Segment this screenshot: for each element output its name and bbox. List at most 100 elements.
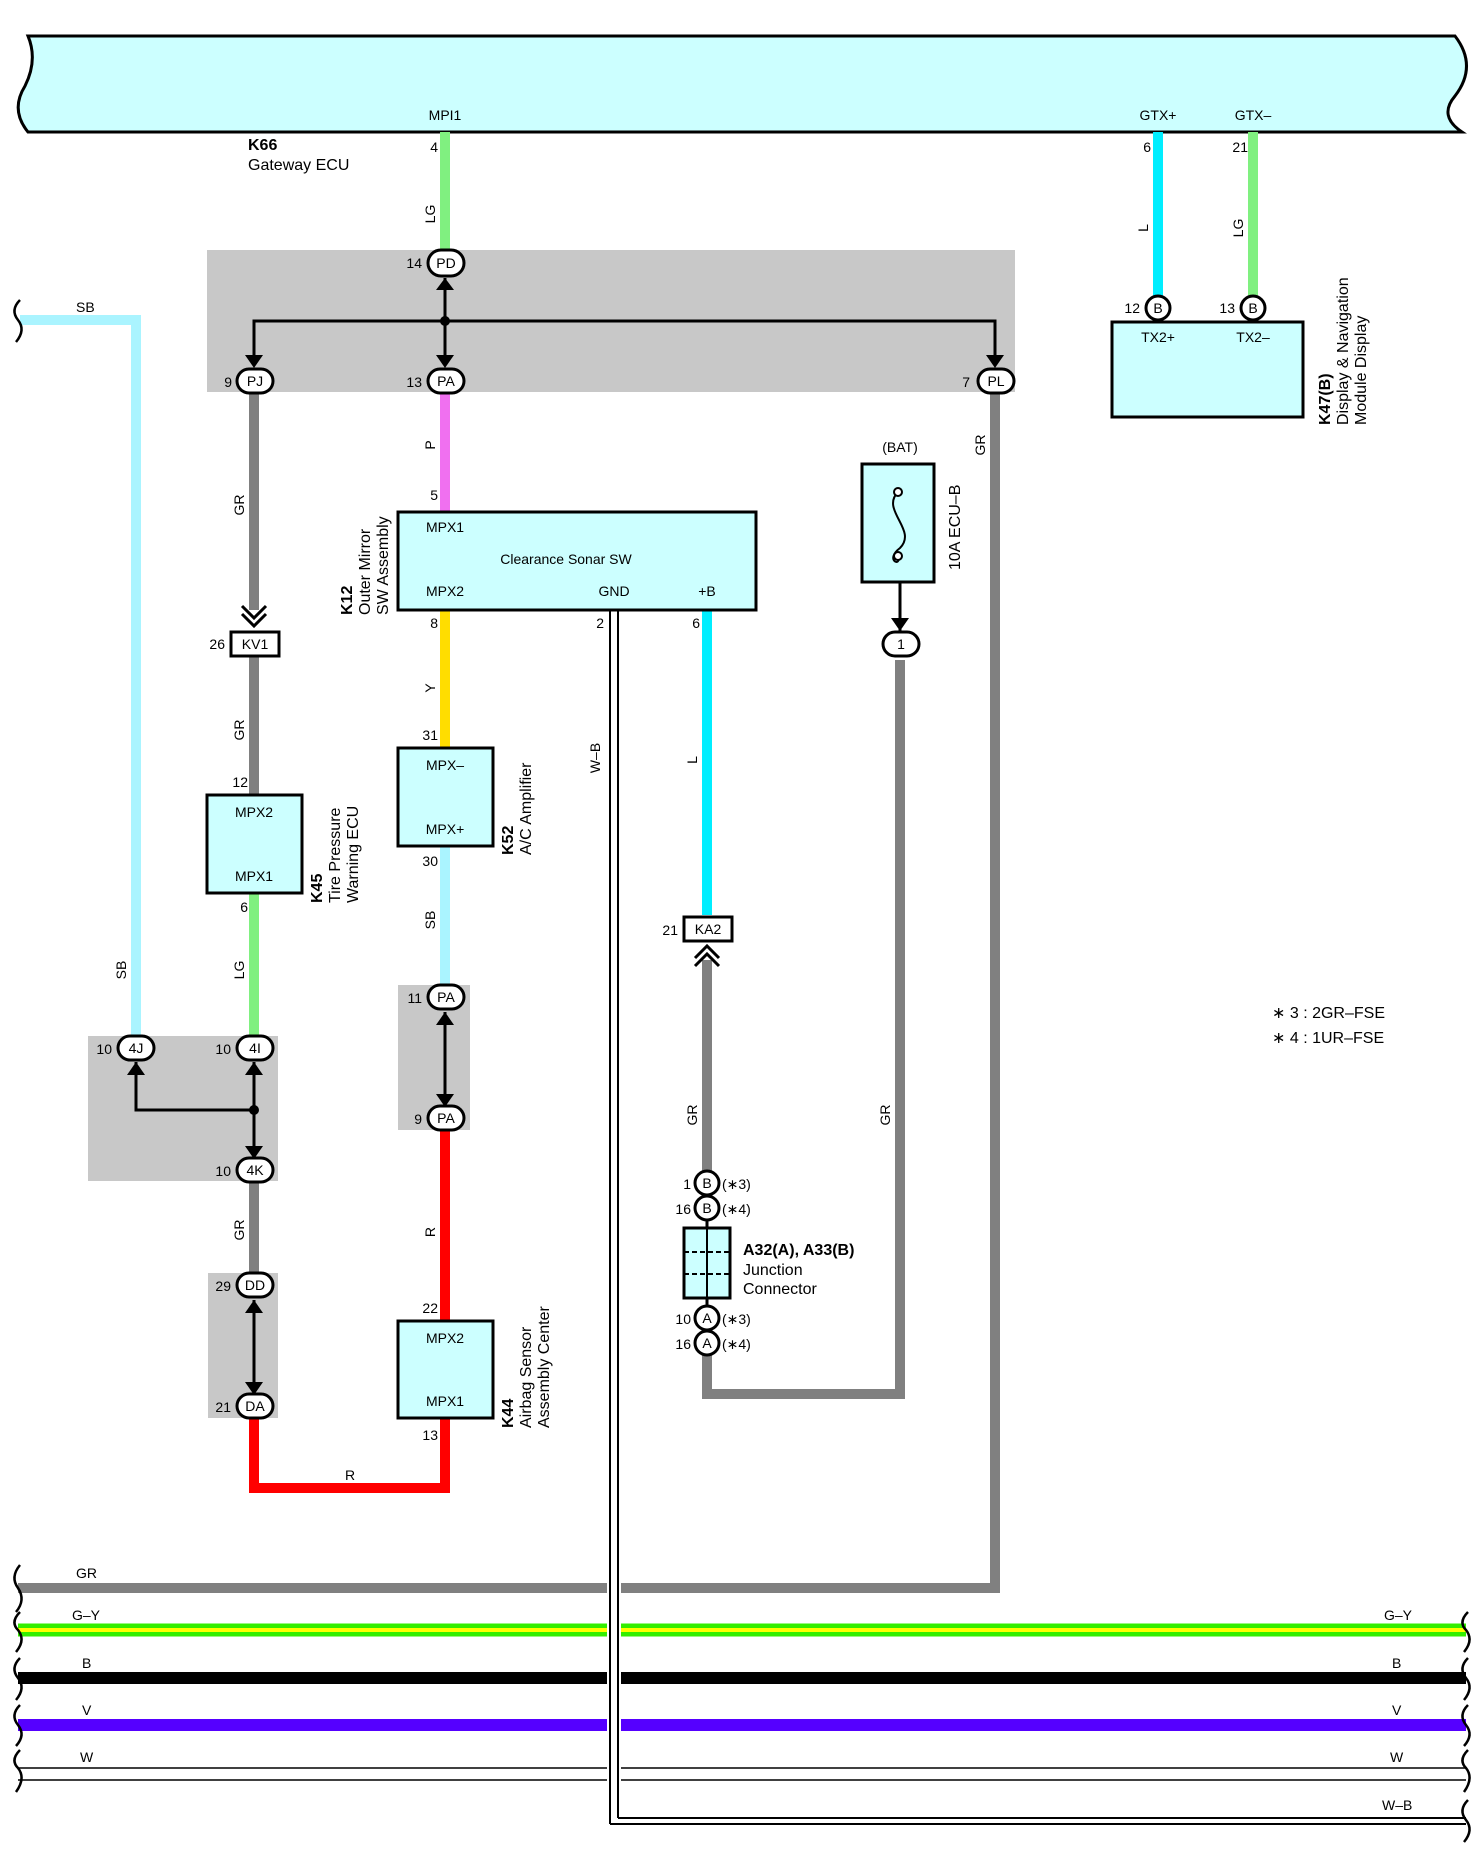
pin-22: 22: [422, 1300, 438, 1316]
gateway-id: K66: [248, 137, 277, 154]
ac-amplifier-box: [396, 746, 495, 848]
wire-label-l1: L: [1135, 224, 1151, 232]
ac-name: A/C Amplifier: [518, 762, 535, 855]
pin-2: 2: [596, 615, 604, 631]
label-b-13: B: [1248, 300, 1257, 316]
pin-8: 8: [430, 615, 438, 631]
wire-label-lg1: LG: [422, 205, 438, 224]
label-pl: PL: [987, 373, 1004, 389]
sonar-title: Clearance Sonar SW: [500, 551, 632, 567]
wire-label-gr1: GR: [231, 495, 247, 516]
airbag-pin-mpx2: MPX2: [426, 1330, 464, 1346]
display-nav-module-box: [1110, 320, 1305, 419]
wire-label-gr3: GR: [231, 720, 247, 741]
bus-label-wb: W–B: [1382, 1797, 1412, 1813]
pin-10-b: 10: [215, 1041, 231, 1057]
tire-id: K45: [309, 874, 326, 903]
bus-label-gy-right: G–Y: [1384, 1607, 1413, 1623]
sonar-pin-mpx2: MPX2: [426, 583, 464, 599]
bus-label-v-right: V: [1392, 1702, 1402, 1718]
bus-label-w-right: W: [1390, 1749, 1404, 1765]
tire-pressure-ecu-box: [205, 793, 304, 895]
label-pj: PJ: [247, 373, 263, 389]
connector-pj: [235, 367, 275, 395]
sonar-id: K12: [339, 586, 356, 615]
bus-label-gr: GR: [76, 1565, 97, 1581]
fuse-label: (BAT): [882, 439, 918, 455]
pin-26: 26: [209, 636, 225, 652]
gateway-name: Gateway ECU: [248, 157, 349, 174]
connector-pd: [426, 248, 466, 278]
bus-label-w-left: W: [80, 1749, 94, 1765]
ac-id: K52: [500, 826, 517, 855]
wire-label-sb3: SB: [76, 299, 95, 315]
wire-label-lg2: LG: [1230, 219, 1246, 238]
tire-name-2: Warning ECU: [345, 806, 362, 903]
sonar-pin-gnd: GND: [598, 583, 629, 599]
label-dd: DD: [245, 1277, 265, 1293]
note-j1: (∗3): [722, 1176, 751, 1192]
tire-pin-mpx1: MPX1: [235, 868, 273, 884]
wire-label-r1: R: [422, 1227, 438, 1237]
pin-30: 30: [422, 853, 438, 869]
junction-id: A32(A), A33(B): [743, 1242, 854, 1259]
sonar-pin-mpx1: MPX1: [426, 519, 464, 535]
label-b-j1: B: [702, 1175, 711, 1191]
pin-j16: 16: [675, 1201, 691, 1217]
ac-pin-mpxm: MPX–: [426, 757, 464, 773]
pin-9-b: 9: [414, 1111, 422, 1127]
wire-label-sb1: SB: [422, 911, 438, 930]
pin-6-c: 6: [240, 899, 248, 915]
pin-21-b: 21: [215, 1399, 231, 1415]
pin-11: 11: [407, 990, 422, 1006]
label-4i: 4I: [249, 1040, 261, 1056]
connector-kv1: [229, 630, 281, 658]
label-kv1: KV1: [242, 636, 269, 652]
junction-name-2: Connector: [743, 1281, 817, 1298]
label-4k: 4K: [246, 1162, 264, 1178]
pin-21-c: 21: [662, 922, 678, 938]
connector-pl: [976, 367, 1016, 395]
label-b-j16: B: [702, 1200, 711, 1216]
label-conn-1: 1: [897, 636, 905, 652]
sonar-pin-b: +B: [698, 583, 716, 599]
wire-label-y: Y: [422, 683, 438, 693]
pin-name-gtxm: GTX–: [1235, 107, 1272, 123]
wire-label-gr5: GR: [877, 1105, 893, 1126]
airbag-name-1: Airbag Sensor: [518, 1326, 535, 1428]
label-pa-9: PA: [437, 1110, 455, 1126]
pin-6-b: 6: [692, 615, 700, 631]
note-j16: (∗4): [722, 1201, 751, 1217]
display-id: K47(B): [1317, 373, 1334, 425]
connector-b-display-13: [1239, 294, 1267, 322]
pin-j16-b: 16: [675, 1336, 691, 1352]
wire-label-l2: L: [684, 756, 700, 764]
ac-pin-mpxp: MPX+: [426, 821, 465, 837]
note-line-2: ∗ 4 : 1UR–FSE: [1272, 1030, 1384, 1047]
wire-label-p: P: [422, 440, 438, 449]
wire-label-r2: R: [345, 1467, 355, 1483]
connector-a-junction-16: [693, 1329, 721, 1357]
bus-label-v-left: V: [82, 1702, 92, 1718]
sonar-name-1: Outer Mirror: [357, 528, 374, 615]
pin-13-pa: 13: [406, 374, 422, 390]
pin-14: 14: [406, 255, 422, 271]
pin-name-tx2m: TX2–: [1236, 329, 1270, 345]
connector-pa-top: [426, 367, 466, 395]
label-a-j16: A: [702, 1335, 712, 1351]
airbag-name-2: Assembly Center: [536, 1306, 553, 1428]
label-4j: 4J: [129, 1040, 144, 1056]
wire-label-gr6: GR: [231, 1220, 247, 1241]
label-a-j10: A: [702, 1310, 712, 1326]
pin-6: 6: [1143, 139, 1151, 155]
connector-pa-9: [426, 1104, 466, 1132]
tire-pin-mpx2: MPX2: [235, 804, 273, 820]
pin-29: 29: [215, 1278, 231, 1294]
gateway-ecu-box: [16, 34, 1468, 134]
bus-label-gy-left: G–Y: [72, 1607, 101, 1623]
wire-label-gr2: GR: [972, 435, 988, 456]
label-ka2: KA2: [695, 921, 722, 937]
label-pd: PD: [436, 255, 455, 271]
connector-4k: [235, 1156, 275, 1184]
